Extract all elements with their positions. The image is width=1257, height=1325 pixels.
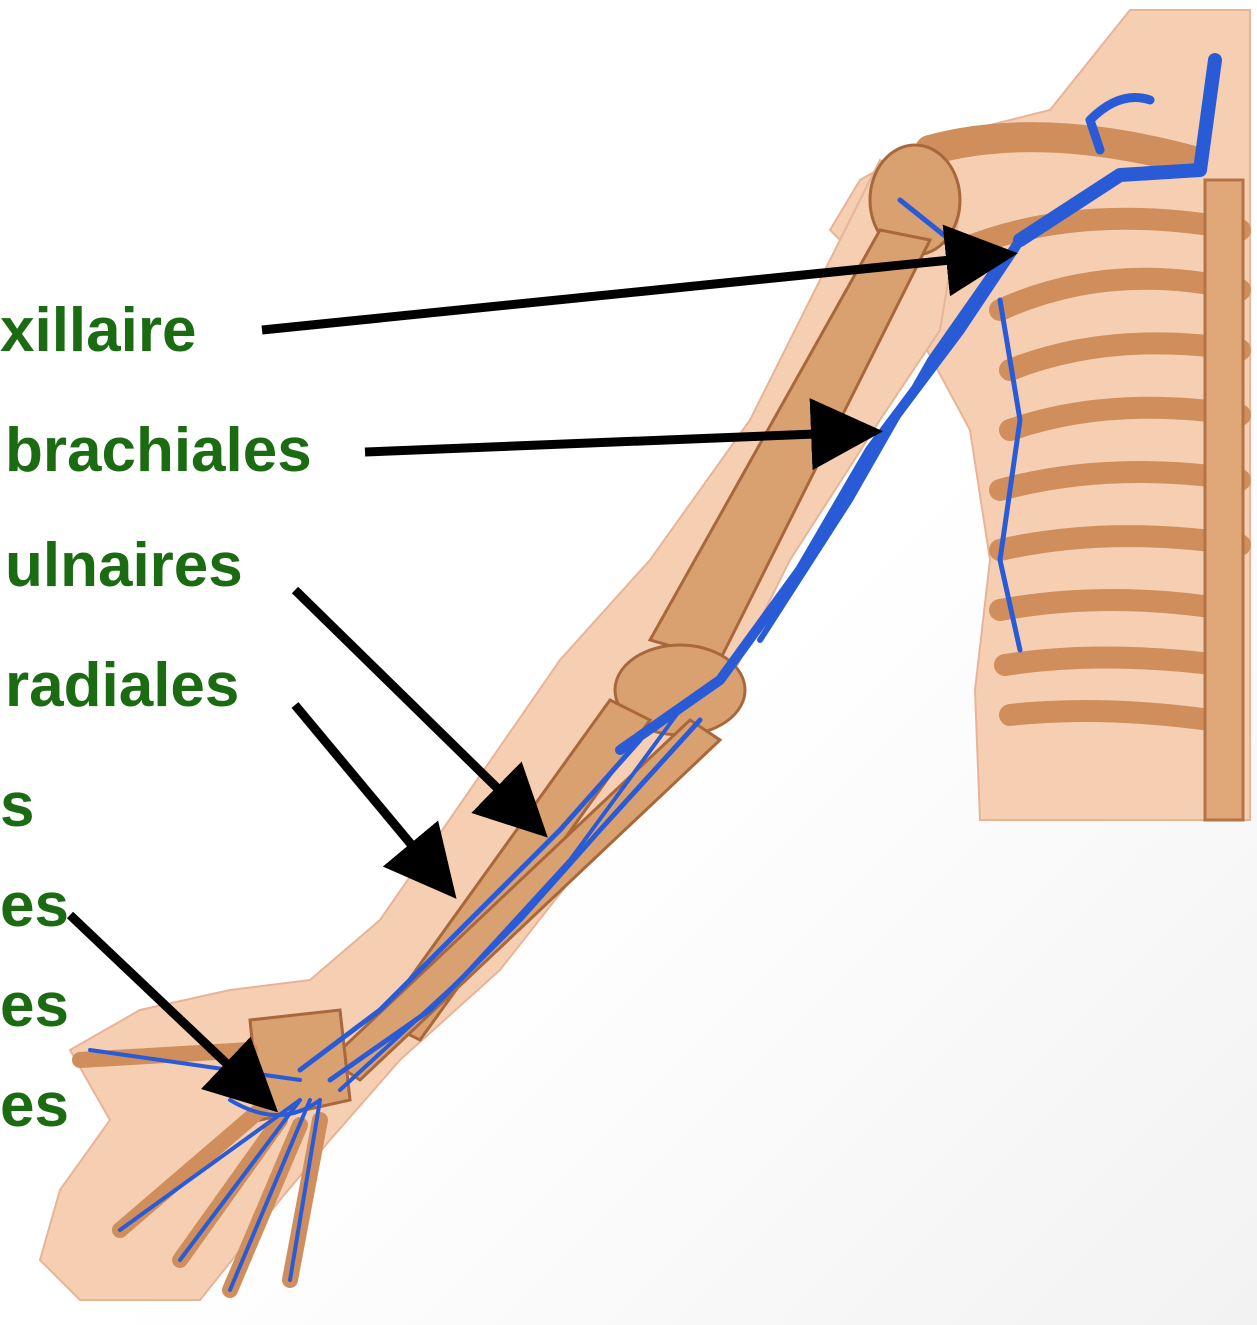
label-row5: s [0, 775, 34, 837]
arrow-hand [70, 915, 265, 1100]
arrow-radiales [295, 705, 445, 885]
label-ulnaires: ulnaires [5, 535, 243, 597]
arrow-axillaire [262, 255, 1000, 330]
label-axillaire: xillaire [0, 300, 196, 362]
label-brachiales: brachiales [5, 420, 312, 482]
arrow-ulnaires [295, 590, 535, 825]
arrow-brachiales [365, 432, 865, 452]
label-radiales: radiales [5, 655, 239, 717]
label-row7: es [0, 975, 69, 1037]
label-row6: es [0, 875, 69, 937]
label-row8: es [0, 1075, 69, 1137]
